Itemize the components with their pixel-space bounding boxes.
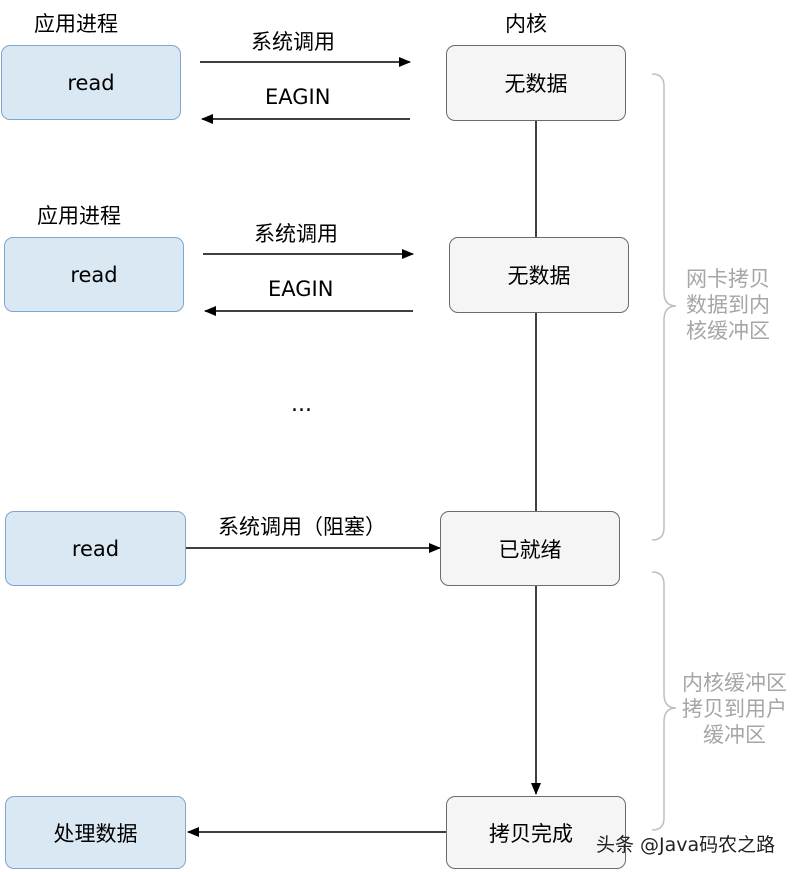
kernel-state-copy-done: 拷贝完成 — [446, 796, 626, 869]
brace-bottom-label: 内核缓冲区 拷贝到用户 缓冲区 — [682, 671, 787, 747]
kernel-state-ready: 已就绪 — [440, 511, 620, 586]
app-process-header: 应用进程 — [34, 12, 118, 36]
blocking-syscall-label: 系统调用（阻塞） — [218, 515, 386, 539]
kernel-header: 内核 — [505, 12, 547, 36]
read-box-blocking: read — [5, 511, 186, 586]
ellipsis: ... — [291, 392, 312, 417]
brace-bottom — [651, 571, 677, 831]
process-data-box: 处理数据 — [5, 796, 186, 869]
kernel-state-no-data-1: 无数据 — [446, 45, 626, 121]
syscall-label-2: 系统调用 — [254, 222, 338, 246]
brace-top-label: 网卡拷贝 数据到内 核缓冲区 — [686, 267, 770, 343]
read-box-1: read — [1, 45, 181, 120]
brace-top — [651, 73, 677, 541]
eagin-label-2: EAGIN — [268, 277, 334, 301]
watermark: 头条 @Java码农之路 — [596, 834, 776, 856]
syscall-label-1: 系统调用 — [251, 30, 335, 54]
eagin-label-1: EAGIN — [265, 85, 331, 109]
kernel-state-no-data-2: 无数据 — [449, 237, 629, 313]
app-process-label-2: 应用进程 — [37, 204, 121, 228]
read-box-2: read — [4, 237, 184, 312]
